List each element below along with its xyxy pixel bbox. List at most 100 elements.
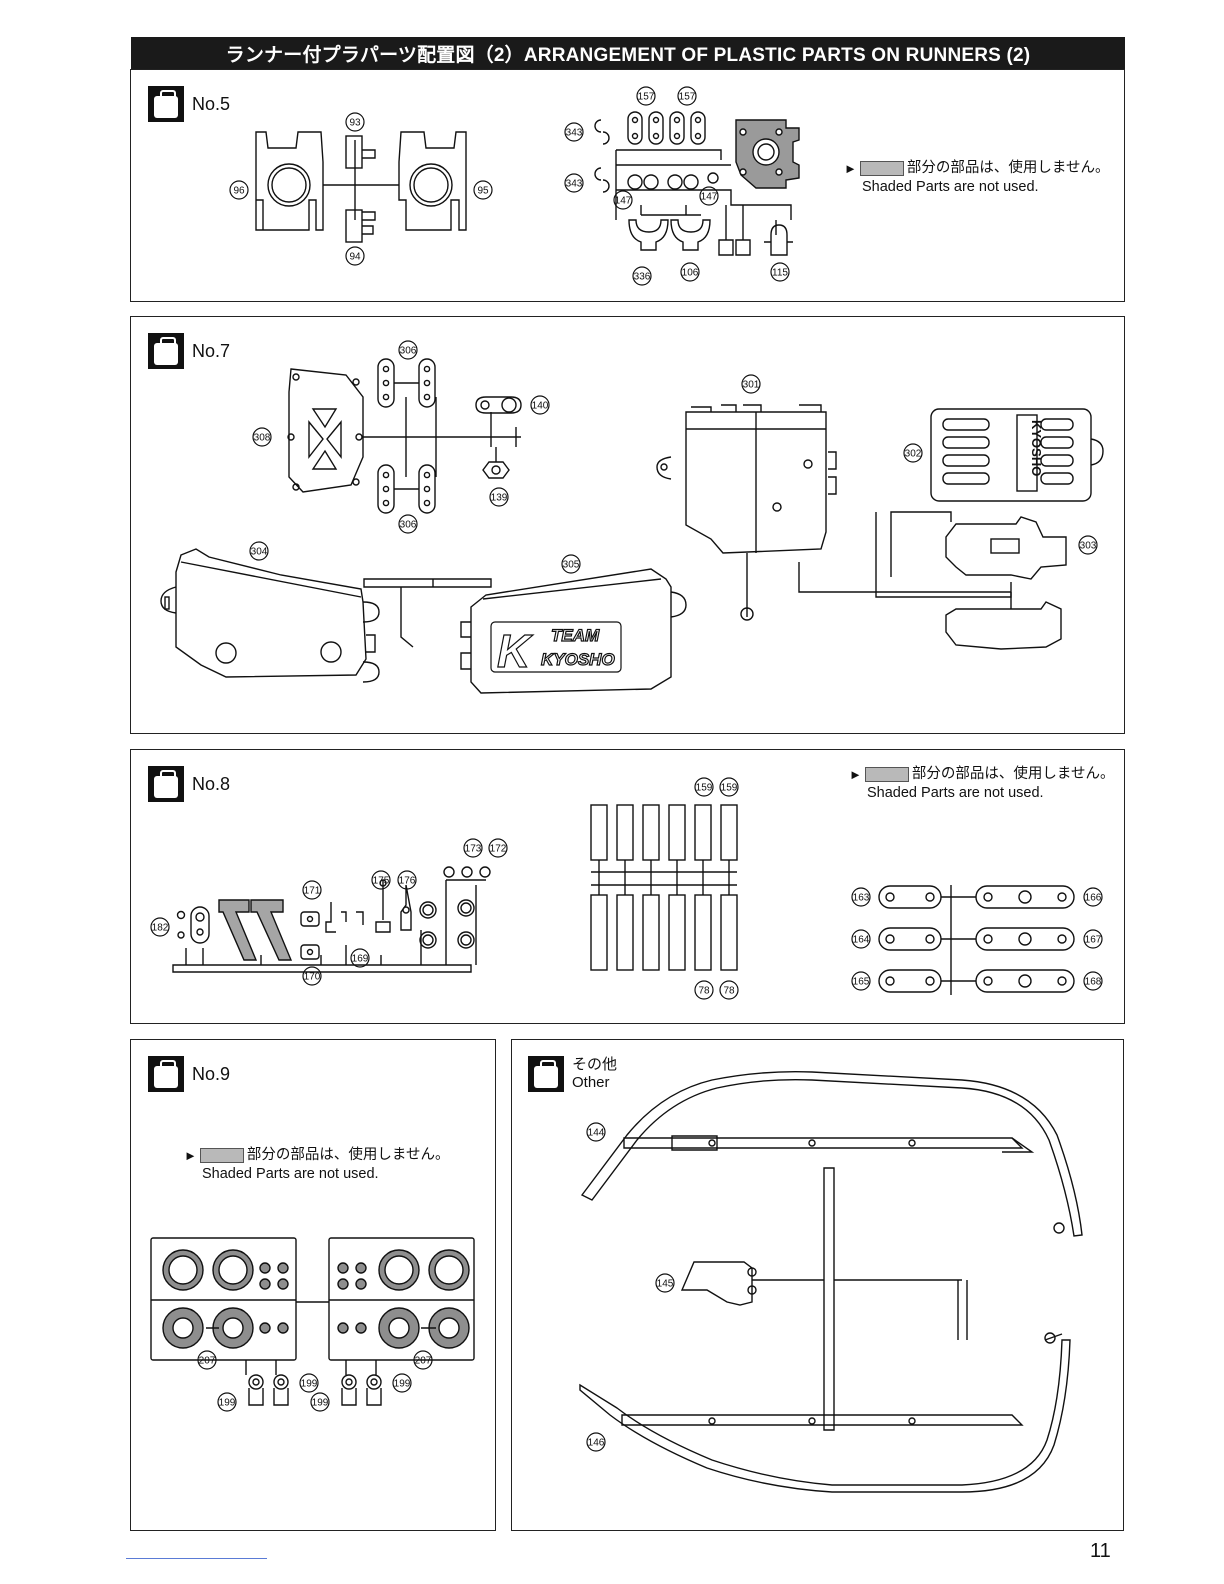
part-number: 147	[701, 192, 718, 203]
part-number: 147	[615, 196, 632, 207]
header-title: ランナー付プラパーツ配置図（2）ARRANGEMENT OF PLASTIC P…	[225, 44, 1031, 66]
part-number: 199	[301, 1379, 318, 1390]
parts-bag-icon	[148, 766, 184, 802]
part-number: 144	[588, 1128, 605, 1139]
part-number: 78	[723, 986, 735, 997]
part-305-shape	[460, 568, 687, 694]
part-number: 343	[566, 128, 583, 139]
part-number: 303	[1080, 541, 1097, 552]
part-301-shape	[656, 404, 837, 621]
part-number: 207	[199, 1356, 216, 1367]
part-number: 94	[349, 252, 361, 263]
shaded-swatch	[199, 1148, 244, 1163]
arrow-icon: ►	[844, 161, 857, 176]
part-96-shape	[255, 131, 324, 231]
part-shaded-link	[218, 899, 258, 961]
part-number: 343	[566, 179, 583, 190]
runner-no9-diagram: 207 207 199 199 199 199	[150, 1237, 475, 1412]
part-number: 163	[853, 893, 870, 904]
part-number: 93	[349, 118, 361, 129]
part-number: 301	[743, 380, 760, 391]
other-label-en: Other	[572, 1074, 610, 1091]
part-number: 96	[233, 186, 245, 197]
part-number: 199	[312, 1398, 329, 1409]
part-146-shape	[579, 1339, 1071, 1493]
part-number: 106	[682, 268, 699, 279]
part-number: 157	[638, 92, 655, 103]
runner-label-no7: No.7	[148, 333, 230, 369]
runner-no5-diagram: 93 94 95 96 157 157 343 343 147 147 336 …	[229, 86, 800, 286]
shaded-note: ►部分の部品は、使用しません。 Shaded Parts are not use…	[184, 1147, 450, 1182]
kyosho-logo: K TEAM KYOSHO	[490, 621, 622, 678]
arrow-icon: ►	[849, 767, 862, 782]
panel-no7: No.7	[130, 316, 1125, 734]
part-number: 199	[219, 1398, 236, 1409]
part-number: 171	[304, 886, 321, 897]
part-number: 199	[394, 1379, 411, 1390]
part-number: 173	[465, 844, 482, 855]
part-number: 167	[1085, 935, 1102, 946]
part-number: 308	[254, 433, 271, 444]
part-number: 164	[853, 935, 870, 946]
part-number: 306	[400, 346, 417, 357]
part-number: 165	[853, 977, 870, 988]
part-number: 78	[698, 986, 710, 997]
part-shaded-link	[250, 899, 293, 961]
part-number: 159	[696, 783, 713, 794]
runner-no8-diagram: 159 159 78 78 173 172 175 176 171 182 16…	[150, 777, 1103, 1000]
panel-no5: No.5 ►部分の部品は、使用しません。 Shaded Parts are no…	[130, 69, 1125, 302]
runner-name: No.5	[192, 93, 231, 114]
part-144-shape	[580, 1070, 1083, 1237]
part-oval-links	[878, 885, 1075, 995]
footer-link-underline	[126, 1558, 267, 1559]
panel-no8: No.8 ►部分の部品は、使用しません。 Shaded Parts are no…	[130, 749, 1125, 1024]
panel-other: その他 Other 144 145 146	[511, 1039, 1124, 1531]
parts-bag-icon	[148, 1056, 184, 1092]
part-number: 169	[352, 954, 369, 965]
part-numbers-no9: 207 207 199 199 199 199	[197, 1350, 433, 1412]
part-number: 170	[304, 972, 321, 983]
part-numbers-no8: 159 159 78 78 173 172 175 176 171 182 16…	[150, 777, 1103, 1000]
runner-other-diagram: 144 145 146	[579, 1070, 1083, 1493]
part-numbers-no5: 93 94 95 96 157 157 343 343 147 147 336 …	[229, 86, 790, 286]
shaded-swatch	[864, 767, 909, 782]
part-304-shape	[160, 548, 380, 683]
runner-name: No.9	[192, 1063, 231, 1084]
logo-k: K	[497, 625, 533, 677]
runner-no5-right	[594, 111, 800, 256]
page-number: 11	[1090, 1540, 1111, 1562]
page-header: ランナー付プラパーツ配置図（2）ARRANGEMENT OF PLASTIC P…	[131, 37, 1125, 69]
logo-kyosho: KYOSHO	[541, 650, 615, 669]
other-label-jp: その他	[572, 1056, 618, 1073]
part-number: 145	[657, 1279, 674, 1290]
lid-logo-text: KYOSHO	[1029, 420, 1044, 476]
part-number: 305	[563, 560, 580, 571]
runner-label-no8: No.8	[148, 766, 230, 802]
part-number: 115	[772, 268, 788, 279]
part-number: 168	[1085, 977, 1102, 988]
shaded-note: ►部分の部品は、使用しません。 Shaded Parts are not use…	[844, 160, 1110, 195]
runner-label-no5: No.5	[148, 86, 230, 122]
shaded-seals	[162, 1249, 470, 1349]
part-numbers-other: 144 145 146	[586, 1122, 675, 1452]
part-number: 172	[490, 844, 507, 855]
part-number: 182	[152, 923, 169, 934]
part-145-shape	[680, 1261, 753, 1306]
part-number: 176	[399, 876, 416, 887]
part-number: 175	[373, 876, 390, 887]
shaded-swatch	[859, 161, 904, 176]
part-number: 146	[588, 1438, 605, 1449]
runner-name: No.8	[192, 773, 231, 794]
part-number: 95	[477, 186, 489, 197]
part-number: 302	[905, 449, 922, 460]
parts-bag-icon	[528, 1056, 564, 1092]
part-308-shape	[288, 368, 364, 493]
runner-name: No.7	[192, 340, 231, 361]
part-number: 304	[251, 547, 268, 558]
part-number: 166	[1085, 893, 1102, 904]
part-number: 207	[415, 1356, 432, 1367]
part-number: 306	[400, 520, 417, 531]
part-number: 157	[679, 92, 696, 103]
panel-no9: No.9 ►部分の部品は、使用しません。 Shaded Parts are no…	[130, 1039, 496, 1531]
part-number: 140	[532, 401, 549, 412]
